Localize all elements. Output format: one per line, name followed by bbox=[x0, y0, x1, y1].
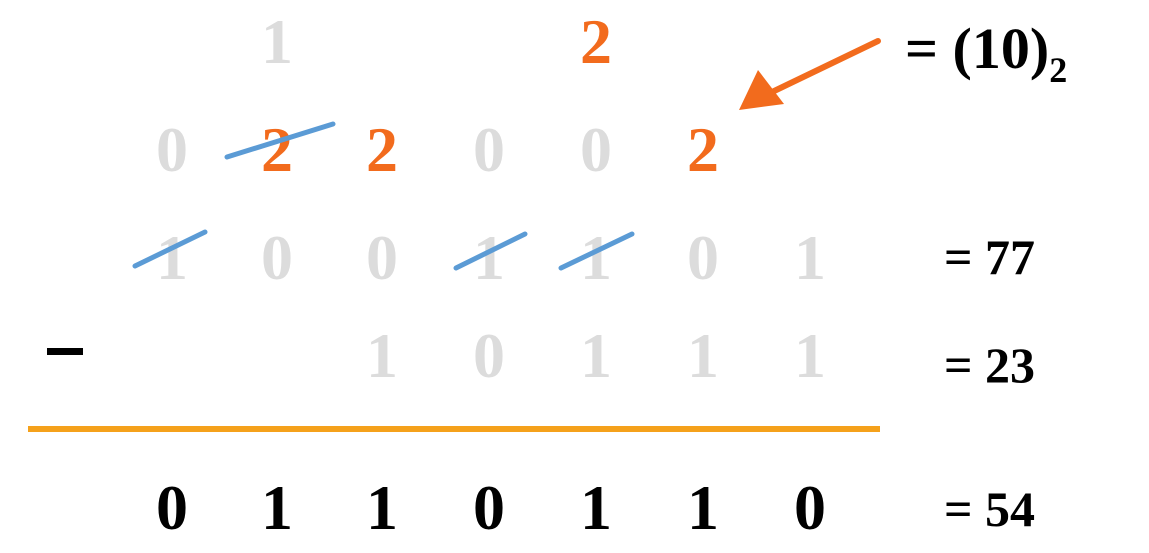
minuend-digit-struck: 1 bbox=[156, 222, 188, 293]
result-digit: 0 bbox=[473, 472, 505, 543]
result-equals-label: = 54 bbox=[944, 481, 1035, 537]
borrow-mid-digit-struck: 2 bbox=[261, 114, 293, 185]
result-digit: 1 bbox=[580, 472, 612, 543]
result-digit: 1 bbox=[366, 472, 398, 543]
subtrahend-digit: 1 bbox=[794, 320, 826, 391]
result-digit: 0 bbox=[156, 472, 188, 543]
borrow-mid-digit: 0 bbox=[473, 114, 505, 185]
subtraction-rule-line bbox=[28, 426, 880, 432]
annotation-text: = (10) bbox=[905, 16, 1050, 81]
result-digit: 0 bbox=[794, 472, 826, 543]
borrow-top-digit: 2 bbox=[580, 6, 612, 77]
subtrahend-digit: 0 bbox=[473, 320, 505, 391]
borrow-mid-digit: 0 bbox=[580, 114, 612, 185]
borrow-mid-digit: 2 bbox=[687, 114, 719, 185]
minuend-equals-label: = 77 bbox=[944, 229, 1035, 285]
subtrahend-digit: 1 bbox=[687, 320, 719, 391]
minuend-digit-struck: 1 bbox=[580, 222, 612, 293]
subtrahend-digit: 1 bbox=[580, 320, 612, 391]
result-digit: 1 bbox=[261, 472, 293, 543]
borrow-mid-digit: 0 bbox=[156, 114, 188, 185]
minuend-digit-struck: 1 bbox=[473, 222, 505, 293]
minuend-digit: 0 bbox=[261, 222, 293, 293]
result-digit: 1 bbox=[687, 472, 719, 543]
subtrahend-equals-label: = 23 bbox=[944, 337, 1035, 393]
pointer-arrow-shaft bbox=[767, 38, 881, 96]
minuend-digit: 1 bbox=[794, 222, 826, 293]
borrow-mid-digit: 2 bbox=[366, 114, 398, 185]
borrow-value-annotation: = (10)2 bbox=[905, 20, 1067, 89]
borrow-top-digit: 1 bbox=[261, 6, 293, 77]
minus-operator bbox=[47, 348, 83, 355]
pointer-arrow-head bbox=[739, 70, 784, 110]
annotation-subscript: 2 bbox=[1049, 50, 1068, 90]
minuend-digit: 0 bbox=[366, 222, 398, 293]
subtrahend-digit: 1 bbox=[366, 320, 398, 391]
minuend-digit: 0 bbox=[687, 222, 719, 293]
